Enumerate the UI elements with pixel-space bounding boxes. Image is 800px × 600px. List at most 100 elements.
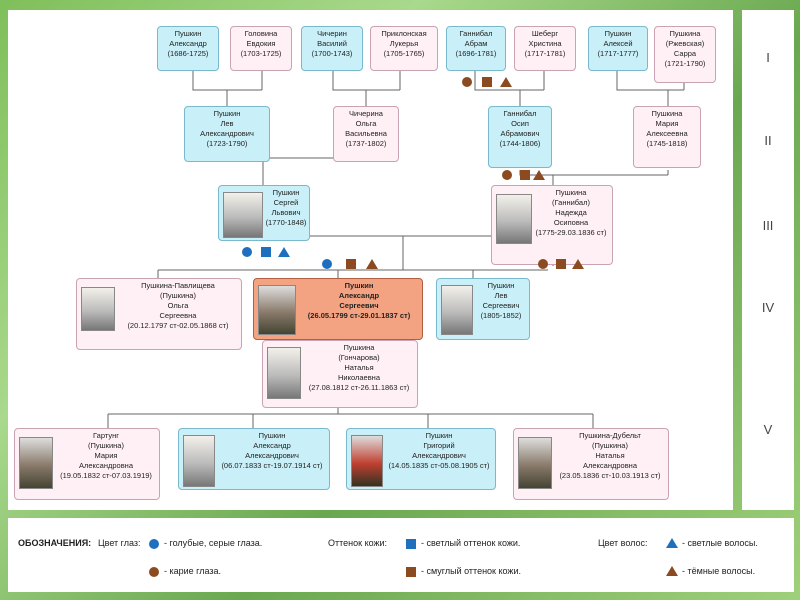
- person-gen5-3: Пушкина-Дубельт (Пушкина) Наталья Алекса…: [513, 428, 669, 500]
- skin-dark-icon: [346, 259, 356, 269]
- person-surname: Шеберг: [531, 29, 559, 38]
- person-name: Абрам: [464, 39, 488, 48]
- person-patronymic: Александровна: [79, 461, 133, 470]
- person-surname: Пушкин: [425, 431, 453, 440]
- legend-eye-brown: - карие глаза.: [164, 566, 222, 576]
- person-dates: (26.05.1799 ст-29.01.1837 ст): [307, 311, 411, 320]
- person-maiden-name: (Ганнибал): [552, 198, 590, 207]
- generation-label-1: I: [766, 50, 770, 65]
- person-name: Ольга: [167, 301, 189, 310]
- person-name: Григорий: [423, 441, 455, 450]
- person-name: Мария: [655, 119, 679, 128]
- person-dates: (1703-1725): [240, 49, 282, 58]
- person-surname: Пушкина: [555, 188, 587, 197]
- hair-dark-icon: [533, 170, 545, 180]
- person-surname: Ганнибал: [503, 109, 537, 118]
- generation-label-5: V: [763, 422, 773, 437]
- person-patronymic: Александровна: [583, 461, 637, 470]
- person-dates: (1705-1765): [383, 49, 425, 58]
- person-surname: Пушкин: [272, 188, 300, 197]
- person-patronymic: Александрович: [245, 451, 299, 460]
- legend-skin-light: - светлый оттенок кожи.: [421, 538, 521, 548]
- person-surname: Пушкин: [213, 109, 241, 118]
- person-surname: Чичерин: [317, 29, 347, 38]
- person-surname: Пушкин: [487, 281, 515, 290]
- portrait-image: [267, 347, 301, 399]
- person-name: Александр: [169, 39, 207, 48]
- person-gen4-2: Пушкин Лев Сергеевич (1805-1852): [436, 278, 530, 340]
- person-dates: (1737-1802): [345, 139, 387, 148]
- hair-dark-icon: [572, 259, 584, 269]
- portrait-image: [258, 285, 296, 335]
- person-maiden-name: (Ржевская): [665, 39, 705, 48]
- legend-hair-dark: - тёмные волосы.: [682, 566, 756, 576]
- hair-dark-icon: [666, 566, 678, 576]
- person-gen4-3: Пушкина (Гончарова) Наталья Николаевна (…: [262, 340, 418, 408]
- person-surname: Пушкина-Дубельт: [579, 431, 641, 440]
- person-dates: (1775-29.03.1836 ст): [535, 228, 607, 237]
- person-dates: (1745-1818): [646, 139, 688, 148]
- person-name: Сарра: [673, 49, 697, 58]
- person-gen1-6: Пушкин Алексей (1717-1777): [588, 26, 648, 71]
- person-dates: (1717-1781): [524, 49, 566, 58]
- person-maiden-name: (Пушкина): [592, 441, 628, 450]
- person-surname: Пушкин: [344, 281, 374, 290]
- person-patronymic: Сергеевич: [339, 301, 379, 310]
- person-name: Христина: [528, 39, 562, 48]
- legend-skin-dark: - смуглый оттенок кожи.: [421, 566, 521, 576]
- generation-column: I II III IV V: [742, 10, 794, 510]
- person-dates: (1805-1852): [480, 311, 522, 320]
- person-gen2-2: Ганнибал Осип Абрамович (1744-1806): [488, 106, 552, 168]
- person-name: Евдокия: [246, 39, 276, 48]
- person-dates: (1770-1848): [265, 218, 307, 227]
- portrait-image: [518, 437, 552, 489]
- skin-dark-icon: [520, 170, 530, 180]
- person-gen2-3: Пушкина Мария Алексеевна (1745-1818): [633, 106, 701, 168]
- person-name: Надежда: [555, 208, 587, 217]
- person-gen2-0: Пушкин Лев Александрович (1723-1790): [184, 106, 270, 162]
- eye-brown-icon: [502, 170, 512, 180]
- legend-eye-label: Цвет глаз:: [98, 538, 141, 548]
- eye-brown-icon: [462, 77, 472, 87]
- hair-dark-icon: [366, 259, 378, 269]
- person-dates: (20.12.1797 ст-02.05.1868 ст): [127, 321, 229, 330]
- person-surname: Головина: [244, 29, 278, 38]
- person-name: Василий: [317, 39, 347, 48]
- person-patronymic: Осиповна: [553, 218, 589, 227]
- generation-label-3: III: [762, 218, 774, 233]
- portrait-image: [183, 435, 215, 487]
- person-gen4-0: Пушкина-Павлищева (Пушкина) Ольга Сергее…: [76, 278, 242, 350]
- person-dates: (1717-1777): [597, 49, 639, 58]
- person-dates: (1721-1790): [664, 59, 706, 68]
- person-gen1-7: Пушкина (Ржевская) Сарра (1721-1790): [654, 26, 716, 83]
- person-gen5-1: Пушкин Александр Александрович (06.07.18…: [178, 428, 330, 490]
- person-surname: Приклонская: [381, 29, 427, 38]
- person-name: Ольга: [355, 119, 377, 128]
- person-dates: (14.05.1835 ст-05.08.1905 ст): [388, 461, 490, 470]
- person-patronymic: Васильевна: [345, 129, 387, 138]
- skin-light-icon: [261, 247, 271, 257]
- person-name: Лев: [494, 291, 508, 300]
- portrait-image: [496, 194, 532, 244]
- person-patronymic: Николаевна: [338, 373, 380, 382]
- person-dates: (1723-1790): [206, 139, 248, 148]
- person-gen2-1: Чичерина Ольга Васильевна (1737-1802): [333, 106, 399, 162]
- person-name: Александр: [338, 291, 380, 300]
- person-gen4-1-highlighted: Пушкин Александр Сергеевич (26.05.1799 с…: [253, 278, 423, 340]
- portrait-image: [223, 192, 263, 238]
- person-patronymic: Абрамович: [500, 129, 540, 138]
- person-gen1-0: Пушкин Александр (1686-1725): [157, 26, 219, 71]
- person-gen1-1: Головина Евдокия (1703-1725): [230, 26, 292, 71]
- person-dates: (1744-1806): [499, 139, 541, 148]
- legend: ОБОЗНАЧЕНИЯ: Цвет глаз: - голубые, серые…: [8, 518, 794, 592]
- person-name: Лукерья: [389, 39, 419, 48]
- legend-skin-label: Оттенок кожи:: [328, 538, 388, 548]
- generation-label-4: IV: [761, 300, 775, 315]
- person-name: Алексей: [603, 39, 633, 48]
- person-patronymic: Сергеевна: [159, 311, 197, 320]
- eye-brown-icon: [149, 567, 159, 577]
- person-name: Мария: [94, 451, 118, 460]
- person-dates: (27.08.1812 ст-26.11.1863 ст): [308, 383, 410, 392]
- generation-label-2: II: [764, 133, 772, 148]
- person-gen1-3: Приклонская Лукерья (1705-1765): [370, 26, 438, 71]
